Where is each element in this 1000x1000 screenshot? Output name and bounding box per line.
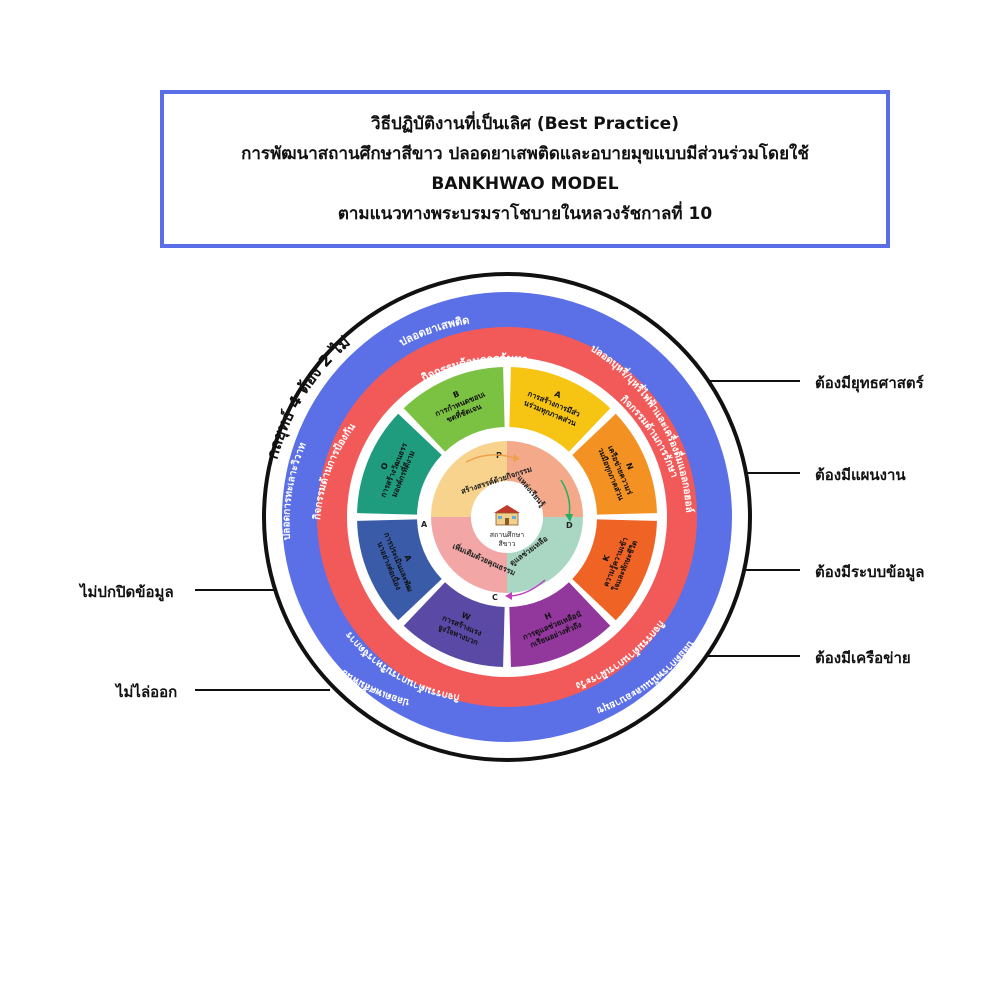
arrow-check [509, 579, 546, 597]
title-line-1: วิธีปฏิบัติงานที่เป็นเลิศ (Best Practice… [371, 114, 679, 134]
segments-group: Bการกำหนดขอบเขตที่ชัดเจนAการสร้างการมีส่… [357, 367, 657, 667]
segment-letter: W [460, 610, 472, 622]
segment-8 [357, 413, 442, 515]
pdca-a: A [421, 520, 428, 529]
pdca-quadrants [431, 441, 583, 593]
title-line-4: ตามแนวทางพระบรมราโชบายในหลวงรัชกาลที่ 10 [337, 204, 713, 224]
title-line-3: BANKHWAO MODEL [431, 174, 619, 194]
segment-letter: A [553, 389, 563, 400]
segment-6 [403, 582, 505, 667]
arrow-do [560, 479, 571, 517]
center-label-1: สถานศึกษา [490, 530, 525, 539]
right-label-network: ต้องมีเครือข่าย [815, 649, 911, 667]
right-label-plan: ต้องมีแผนงาน [815, 466, 906, 484]
segment-letter: A [402, 554, 413, 564]
pdca-d: D [566, 521, 573, 530]
title-box: วิธีปฏิบัติงานที่เป็นเลิศ (Best Practice… [160, 90, 890, 248]
pdca-quadrant-1 [431, 441, 507, 517]
arrow-plan [465, 454, 515, 463]
pdca-c: C [492, 593, 498, 602]
segment-letter: K [601, 553, 612, 563]
arrow-plan-head [513, 454, 520, 462]
center-label-2: สีขาว [499, 540, 516, 548]
pdca-arrows [465, 454, 573, 600]
pdca-quadrant-4 [431, 517, 507, 593]
segment-5 [509, 582, 611, 667]
segment-letter: O [379, 461, 390, 471]
title-line-2: การพัฒนาสถานศึกษาสีขาว ปลอดยาเสพติดและอบ… [241, 144, 809, 164]
arrow-check-head [505, 592, 512, 600]
school-icon [494, 505, 520, 526]
segment-letter: N [624, 461, 635, 471]
segment-1 [403, 367, 505, 452]
pdca-quadrant-3 [507, 517, 583, 593]
right-label-strategy: ต้องมียุทธศาสตร์ [815, 374, 924, 392]
segment-4 [572, 519, 657, 621]
left-label-no-expel: ไม่ไล่ออก [116, 683, 178, 701]
segment-7 [357, 519, 442, 621]
arrow-do-head [565, 514, 573, 522]
left-label-no-conceal: ไม่ปกปิดข้อมูล [80, 583, 174, 601]
pdca-quadrant-2 [507, 441, 583, 517]
segment-3 [572, 413, 657, 515]
segment-letter: B [452, 389, 461, 400]
segment-letter: H [543, 611, 553, 622]
right-label-data-system: ต้องมีระบบข้อมูล [815, 563, 925, 581]
segment-2 [509, 367, 611, 452]
